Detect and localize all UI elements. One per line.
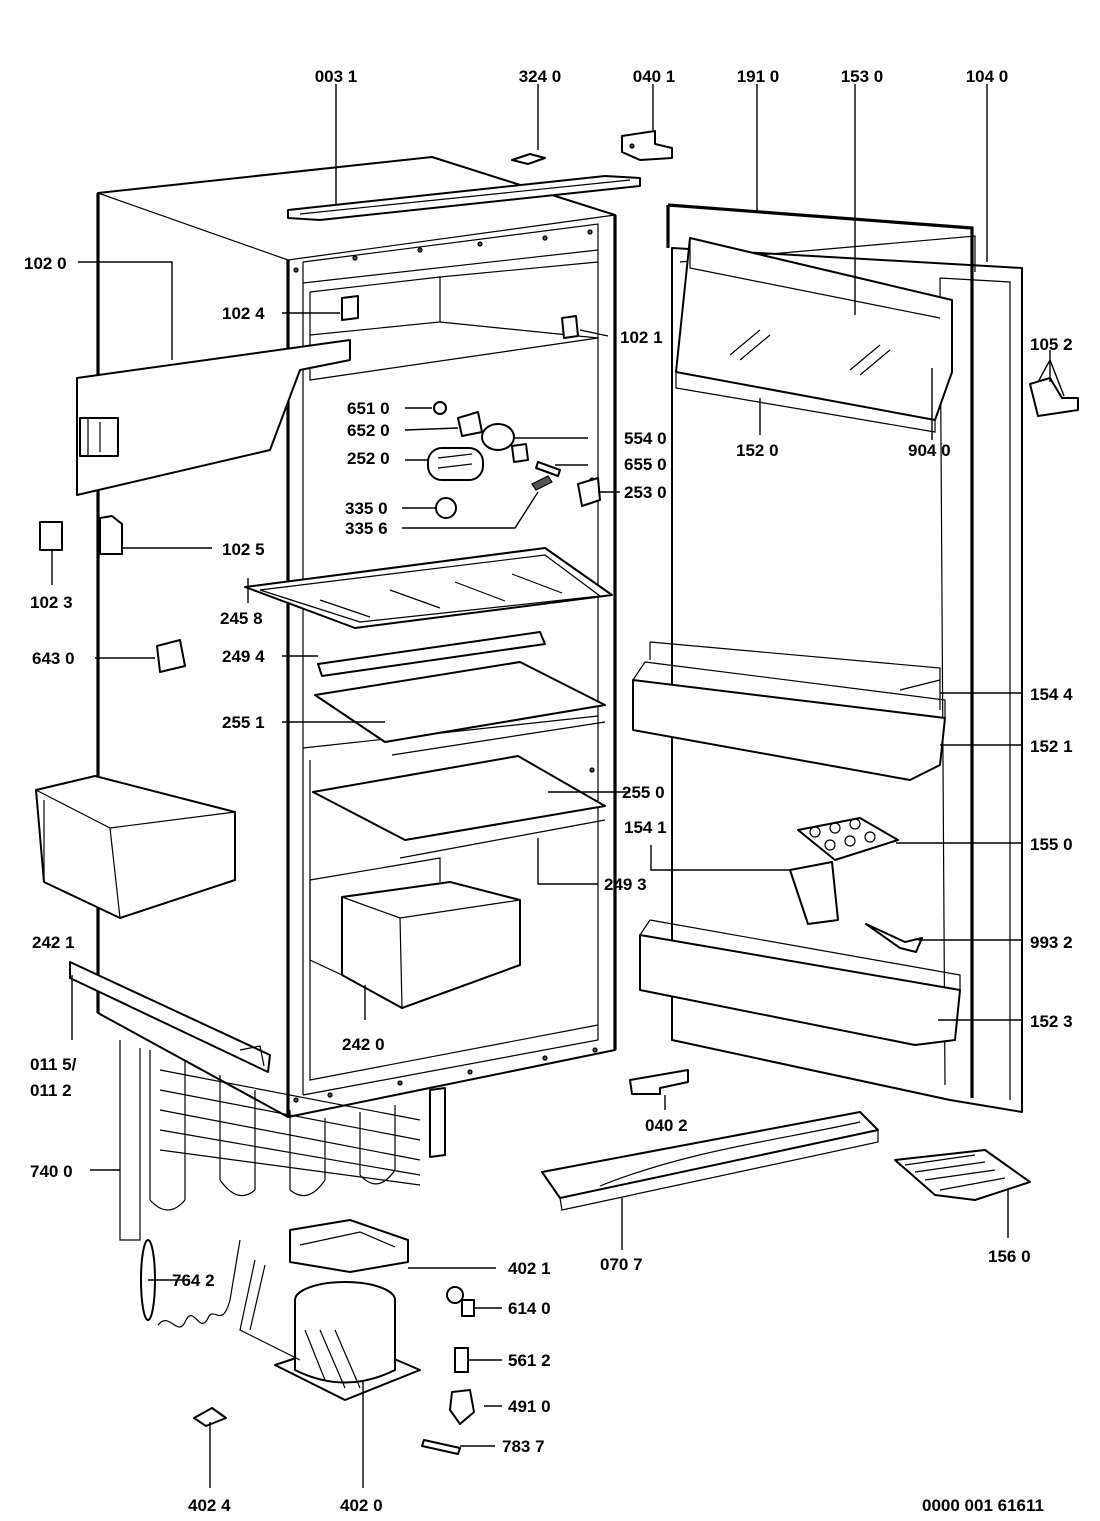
part-1523-door-bin [639, 919, 961, 1046]
label-4910: 491 0 [508, 1397, 551, 1416]
label-1023: 102 3 [30, 593, 73, 612]
label-2420: 242 0 [342, 1035, 385, 1054]
label-9932: 993 2 [1030, 933, 1073, 952]
label-2530: 253 0 [624, 483, 667, 502]
part-1544-door-rail [649, 641, 941, 710]
label-1040: 104 0 [966, 67, 1009, 86]
label-6510: 651 0 [347, 399, 390, 418]
part-2420-crisper [309, 857, 521, 1009]
label-1910: 191 0 [737, 67, 780, 86]
part-2421-freezer-box [35, 775, 236, 919]
part-1020-freezer-door [76, 339, 351, 496]
electrical-small-parts [193, 1286, 475, 1455]
label-1550: 155 0 [1030, 835, 1073, 854]
part-1530-upper-compartment [675, 237, 953, 433]
part-1021-clip [561, 315, 579, 339]
part-number-labels: 003 1 324 0 040 1 191 0 153 0 104 0 102 … [24, 67, 1073, 1515]
leader-lines [51, 84, 1065, 1488]
part-1025-block [99, 515, 123, 555]
label-1024: 102 4 [222, 304, 265, 323]
label-2520: 252 0 [347, 449, 390, 468]
label-0112: 011 2 [30, 1081, 72, 1100]
part-2550-glass-shelf [312, 755, 606, 859]
label-0401: 040 1 [633, 67, 676, 86]
label-3356: 335 6 [345, 519, 388, 538]
label-2458: 245 8 [220, 609, 263, 628]
label-0707: 070 7 [600, 1255, 643, 1274]
label-5612: 561 2 [508, 1351, 551, 1370]
label-5540: 554 0 [624, 429, 667, 448]
label-1025: 102 5 [222, 540, 265, 559]
label-2550: 255 0 [622, 783, 665, 802]
part-2551-glass-shelf [314, 661, 606, 756]
label-4024: 402 4 [188, 1496, 231, 1515]
label-2493: 249 3 [604, 875, 647, 894]
label-6140: 614 0 [508, 1299, 551, 1318]
label-1521: 152 1 [1030, 737, 1073, 756]
part-6430-switch [156, 639, 186, 673]
label-4021: 402 1 [508, 1259, 551, 1278]
part-1910-door-gasket [666, 203, 974, 1098]
label-7642: 764 2 [172, 1271, 215, 1290]
part-4020-compressor [239, 1219, 421, 1401]
part-1040-fridge-door [671, 235, 1023, 1113]
part-3240-clip [511, 153, 546, 165]
label-2421: 242 1 [32, 933, 75, 952]
drawing-number: 0000 001 61611 [922, 1496, 1044, 1515]
label-6430: 643 0 [32, 649, 75, 668]
label-3350: 335 0 [345, 499, 388, 518]
label-0031: 003 1 [315, 67, 358, 86]
part-1560-ice-tray [894, 1149, 1031, 1201]
part-7400-condenser [119, 1040, 446, 1241]
label-1544: 154 4 [1030, 685, 1073, 704]
part-1023-bracket [39, 521, 63, 551]
part-2458-wire-shelf [244, 547, 613, 629]
part-1541-bottle-holder [789, 861, 839, 925]
label-1541: 154 1 [624, 818, 667, 837]
part-9932-light-switch [865, 923, 923, 953]
label-0115: 011 5/ [30, 1055, 77, 1074]
label-2494: 249 4 [222, 647, 265, 666]
label-9040: 904 0 [908, 441, 951, 460]
part-0402-lower-hinge [629, 1069, 689, 1095]
label-1560: 156 0 [988, 1247, 1031, 1266]
part-2494-shelf-rail [317, 631, 546, 677]
part-0707-base-cover [541, 1111, 879, 1211]
label-1020: 102 0 [24, 254, 67, 273]
label-2551: 255 1 [222, 713, 265, 732]
label-7837: 783 7 [502, 1437, 545, 1456]
part-1521-door-bin [632, 661, 946, 781]
part-0031-top-rail [287, 175, 641, 221]
label-1523: 152 3 [1030, 1012, 1073, 1031]
label-6550: 655 0 [624, 455, 667, 474]
part-1550-egg-tray [797, 817, 899, 861]
label-1530: 153 0 [841, 67, 884, 86]
label-6520: 652 0 [347, 421, 390, 440]
part-0115-front-rail [69, 961, 271, 1073]
label-7400: 740 0 [30, 1162, 73, 1181]
label-0402: 040 2 [645, 1116, 688, 1135]
label-4020: 402 0 [340, 1496, 383, 1515]
thermostat-assembly [427, 401, 601, 519]
part-1052-hinge [1029, 377, 1079, 417]
label-1052: 105 2 [1030, 335, 1073, 354]
part-1024-clip [341, 295, 359, 321]
label-1021: 102 1 [620, 328, 663, 347]
label-3240: 324 0 [519, 67, 562, 86]
part-0401-upper-hinge [621, 130, 673, 161]
label-1520: 152 0 [736, 441, 779, 460]
